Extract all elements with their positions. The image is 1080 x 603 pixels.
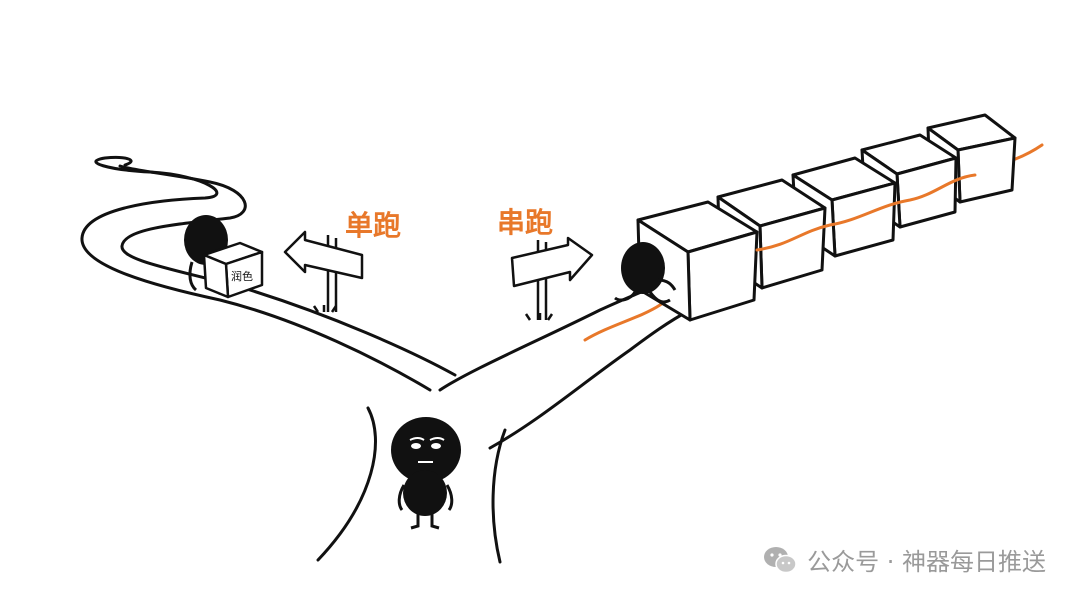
- road-left-outer: [80, 156, 432, 392]
- signpost-left: [283, 230, 364, 313]
- sign-label-left: 单跑: [345, 209, 401, 242]
- road-left-inner: [118, 164, 457, 377]
- sign-label-right: 串跑: [497, 206, 553, 239]
- signpost-right: [510, 236, 594, 321]
- cube-chain: [636, 113, 1017, 322]
- box-label: 润色: [231, 269, 253, 283]
- box-carried: [202, 241, 264, 299]
- watermark-text: 公众号 · 神器每日推送: [807, 548, 1046, 576]
- road-stem-right: [491, 428, 507, 564]
- watermark: 公众号 · 神器每日推送: [763, 542, 1046, 577]
- character-watcher: [391, 417, 461, 530]
- road-stem-left: [316, 406, 377, 562]
- road-right-outer: [488, 308, 692, 450]
- character-runner: [614, 242, 677, 304]
- wechat-icon: [764, 546, 797, 573]
